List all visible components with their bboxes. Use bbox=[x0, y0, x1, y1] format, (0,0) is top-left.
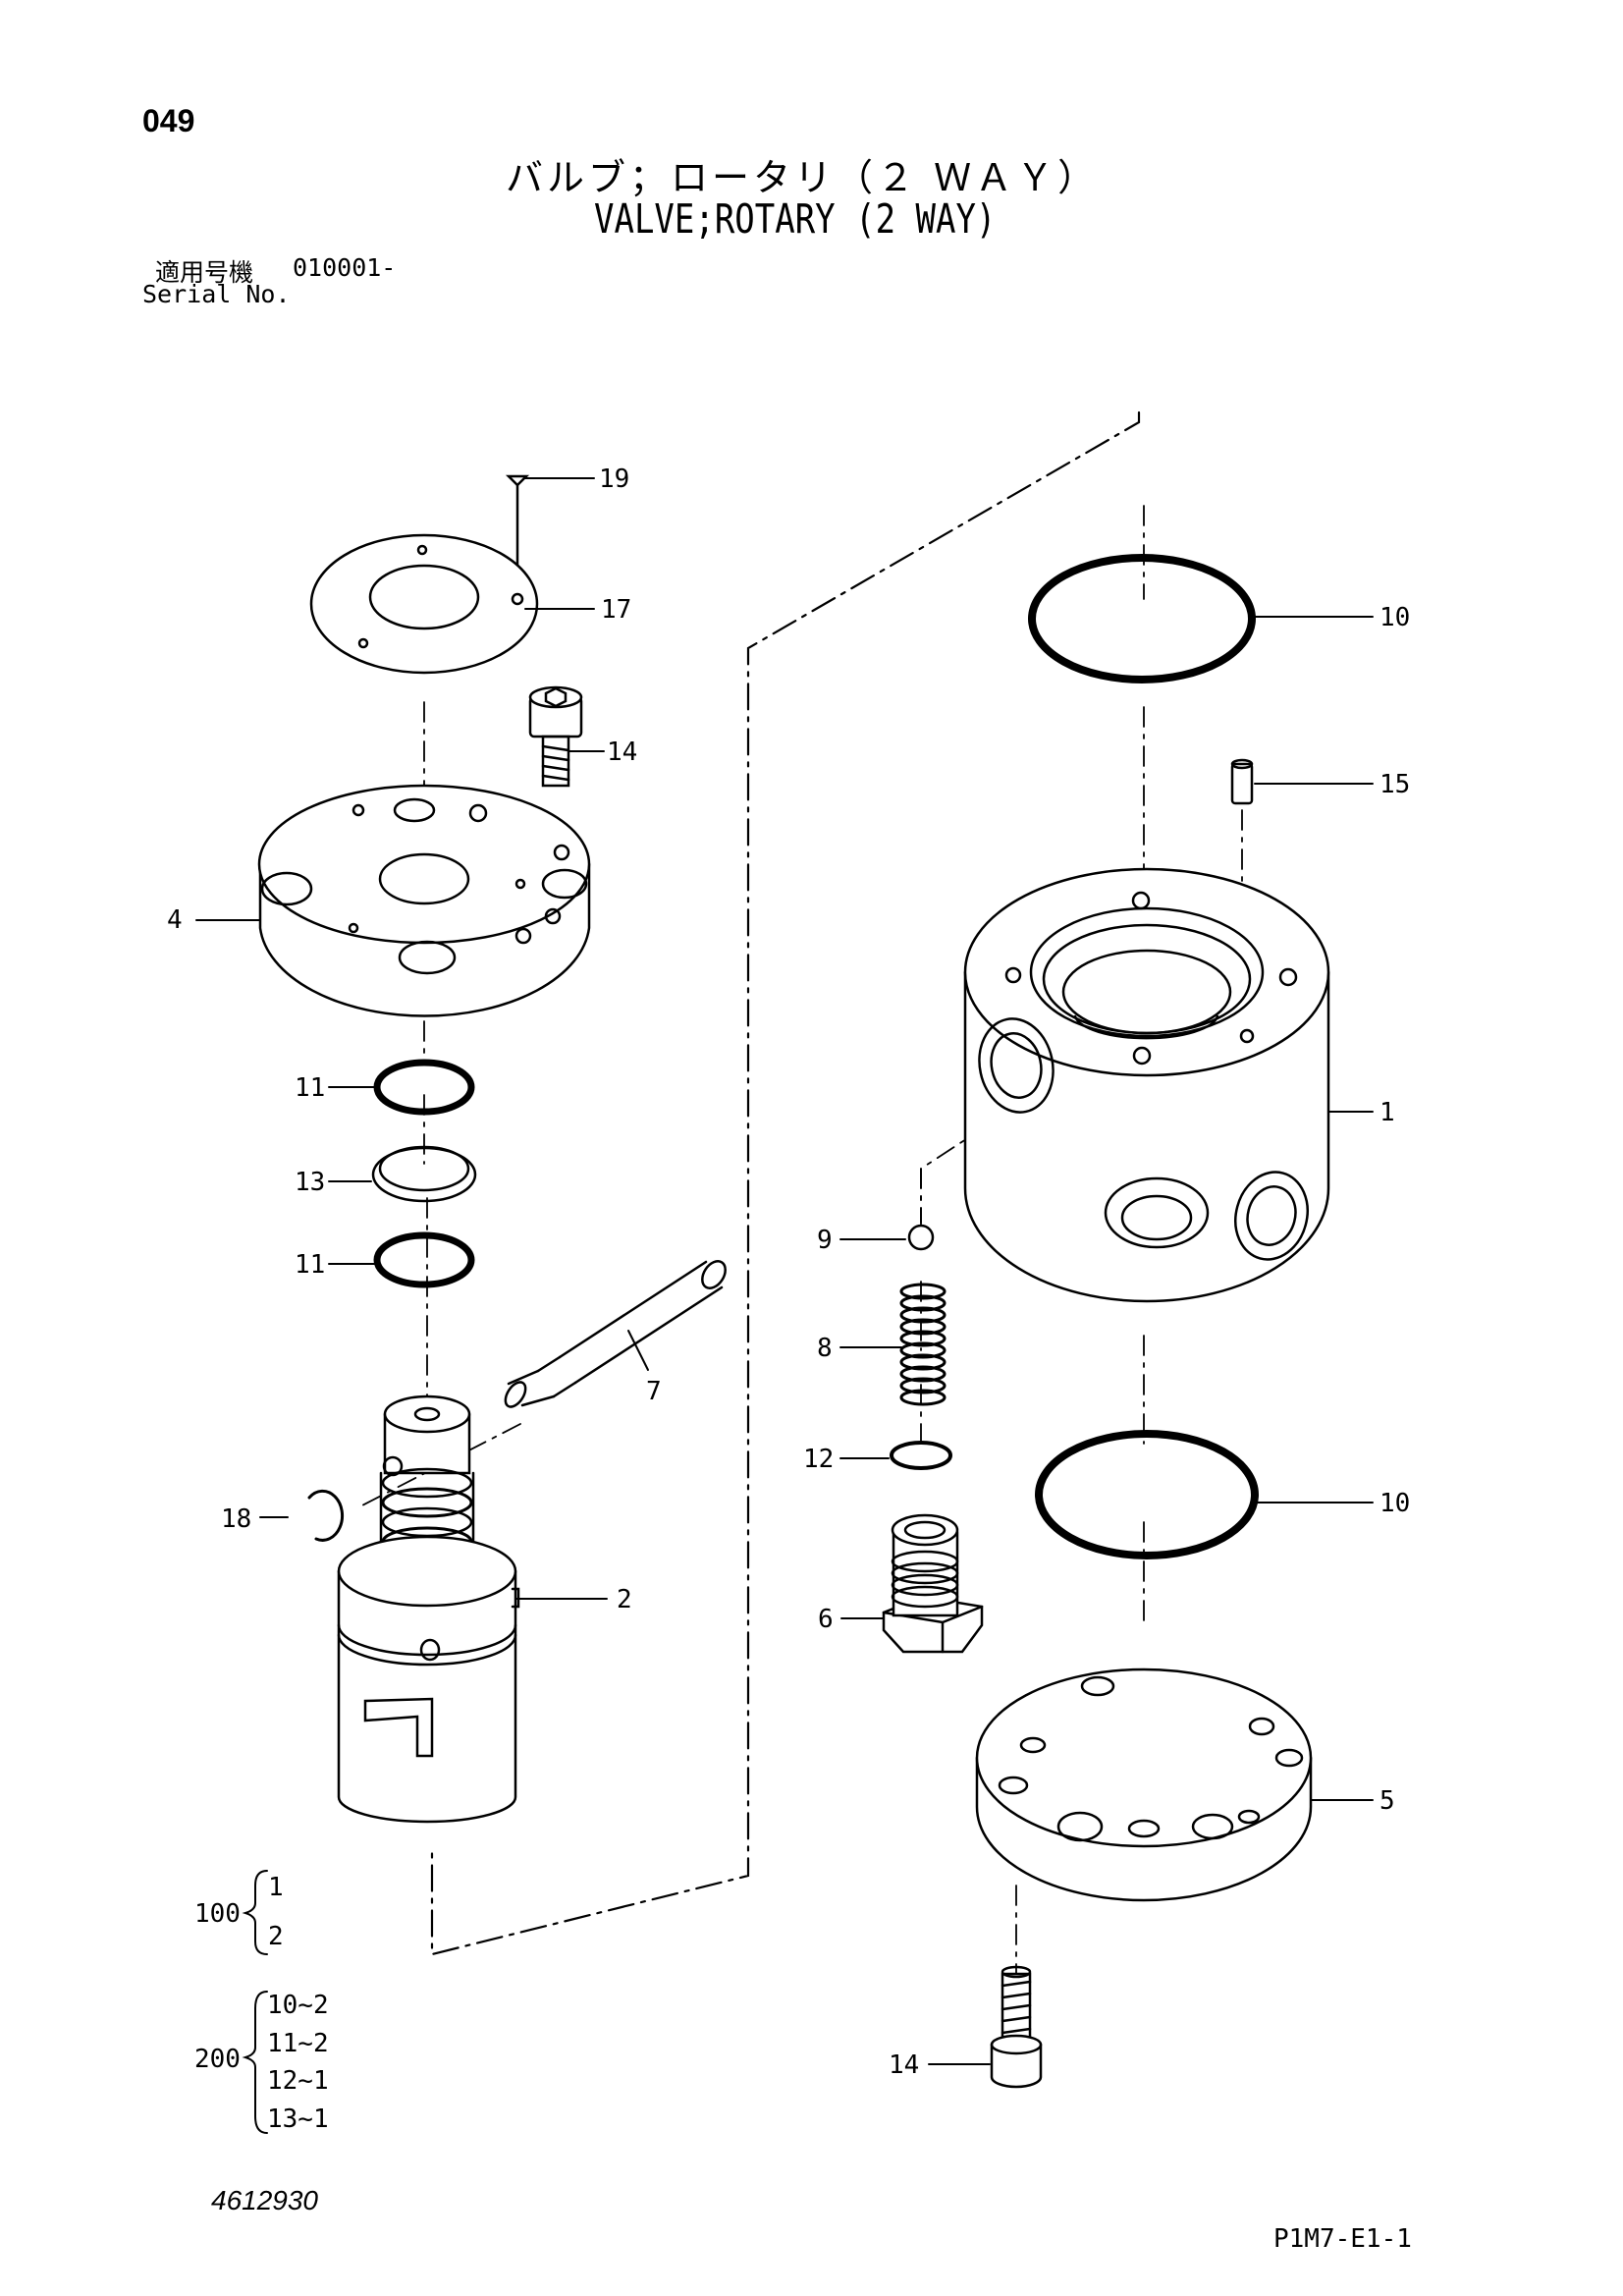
callout-2: 2 bbox=[617, 1585, 632, 1614]
kit-200-item: 11~2 bbox=[267, 2029, 329, 2058]
title-english: VALVE;ROTARY (2 WAY) bbox=[594, 196, 997, 244]
part-12-oring-small bbox=[890, 1441, 952, 1470]
part-6-plug bbox=[882, 1513, 984, 1654]
callout-9: 9 bbox=[817, 1226, 833, 1255]
callout-14-lower: 14 bbox=[889, 2050, 919, 2080]
plate-code: P1M7-E1-1 bbox=[1273, 2224, 1412, 2254]
page-number: 049 bbox=[142, 103, 195, 138]
kit-braces bbox=[242, 1870, 268, 2134]
boundary-line bbox=[430, 410, 1141, 1956]
part-4-cover bbox=[257, 784, 591, 1017]
callout-18: 18 bbox=[221, 1504, 251, 1534]
callout-12: 12 bbox=[803, 1445, 834, 1474]
callout-14-upper: 14 bbox=[607, 738, 637, 767]
part-13-backup-ring bbox=[371, 1145, 477, 1203]
part-11-oring-upper bbox=[373, 1059, 475, 1116]
serial-value: 010001- bbox=[293, 253, 397, 282]
kit-200-item: 10~2 bbox=[267, 1991, 329, 2020]
part-10-oring-lower bbox=[1035, 1430, 1259, 1559]
part-10-oring-upper bbox=[1028, 554, 1256, 683]
callout-1: 1 bbox=[1380, 1098, 1395, 1127]
kit-200-label: 200 bbox=[194, 2045, 241, 2074]
callout-7: 7 bbox=[646, 1377, 662, 1406]
kit-200-item: 12~1 bbox=[267, 2066, 329, 2096]
part-2-spool bbox=[337, 1394, 520, 1824]
part-9-ball bbox=[907, 1224, 935, 1251]
callout-8: 8 bbox=[817, 1334, 833, 1363]
callout-10-upper: 10 bbox=[1380, 603, 1410, 632]
kit-100-item: 2 bbox=[268, 1922, 284, 1951]
document-number: 4612930 bbox=[211, 2185, 319, 2215]
part-17-plate bbox=[309, 533, 539, 675]
part-1-body bbox=[963, 867, 1330, 1303]
callout-11-upper: 11 bbox=[295, 1073, 325, 1103]
title-japanese: バルブ；ロータリ（２ ＷＡＹ） bbox=[506, 156, 1100, 199]
part-7-pin bbox=[504, 1260, 727, 1408]
part-18-snap-ring bbox=[307, 1489, 345, 1542]
callout-11-lower: 11 bbox=[295, 1250, 325, 1280]
part-11-oring-lower bbox=[373, 1231, 475, 1288]
part-8-spring bbox=[899, 1283, 947, 1406]
callout-19: 19 bbox=[599, 465, 629, 494]
callout-13: 13 bbox=[295, 1168, 325, 1197]
serial-label-english: Serial No. bbox=[142, 280, 291, 308]
callout-5: 5 bbox=[1380, 1786, 1395, 1816]
part-15-pin bbox=[1230, 758, 1254, 805]
part-5-bottom-cover bbox=[975, 1667, 1313, 1902]
kit-200-item: 13~1 bbox=[267, 2105, 329, 2134]
kit-100-item: 1 bbox=[268, 1873, 284, 1902]
leader-lines bbox=[195, 477, 1374, 2065]
kit-100-label: 100 bbox=[194, 1899, 241, 1929]
callout-17: 17 bbox=[601, 595, 631, 625]
callout-15: 15 bbox=[1380, 770, 1410, 799]
serial-label-japanese: 適用号機 bbox=[155, 258, 254, 287]
callout-6: 6 bbox=[818, 1605, 834, 1634]
part-14-bolt-lower bbox=[990, 1965, 1043, 2089]
callout-4: 4 bbox=[167, 905, 183, 935]
part-14-bolt-upper bbox=[528, 685, 583, 788]
callout-10-lower: 10 bbox=[1380, 1489, 1410, 1518]
